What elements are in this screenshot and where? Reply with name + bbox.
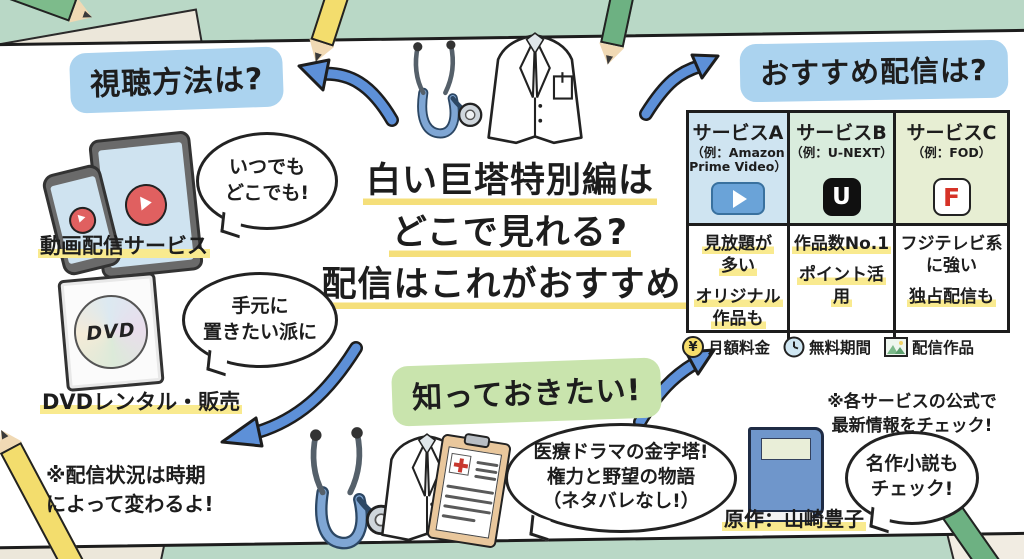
drama-bubble-text: 医療ドラマの金字塔! 権力と野望の物語 （ネタバレなし!） [533, 441, 709, 513]
u-next-app-icon: U [822, 178, 861, 216]
dvd-label: DVDレンタル・販売 [40, 390, 243, 414]
service-c-example: （例：FOD） [911, 145, 992, 160]
legend-monthly-fee: ¥ 月額料金 [682, 336, 770, 358]
novel-bubble: 名作小説も チェック! [845, 431, 979, 525]
heading-watch-methods: 視聴方法は? [69, 46, 285, 114]
heading-watch-methods-label: 視聴方法は? [89, 61, 265, 104]
dvd-case-icon: DVD [57, 271, 165, 393]
main-title-line3: 配信はこれがおすすめ! [318, 264, 702, 309]
service-a-name: サービスA [692, 122, 784, 144]
stethoscope-icon [413, 40, 483, 139]
heading-recommended: おすすめ配信は? [739, 39, 1009, 103]
legend-titles: 配信作品 [884, 336, 974, 358]
dvd-bubble: 手元に 置きたい派に [182, 272, 338, 368]
heading-good-to-know-label: 知っておきたい! [411, 373, 642, 416]
service-b-name: サービスB [796, 122, 887, 144]
streaming-bubble: いつでも どこでも! [196, 132, 338, 230]
yen-coin-icon: ¥ [682, 336, 704, 358]
service-a-feature-1: 見放題が 多い [702, 234, 774, 277]
service-c-feature-2: 独占配信も [907, 287, 996, 308]
table-legend: ¥ 月額料金 無料期間 配信作品 [682, 336, 974, 358]
streaming-service-label: 動画配信サービス [38, 234, 210, 258]
heading-recommended-label: おすすめ配信は? [759, 53, 989, 91]
medical-cross-icon [448, 452, 472, 476]
heading-good-to-know: 知っておきたい! [391, 357, 663, 427]
service-comparison-table: サービスA （例：Amazon Prime Video） 見放題が 多い オリジ… [686, 110, 1010, 340]
service-a-example: （例：Amazon Prime Video） [689, 145, 787, 175]
service-c-name: サービスC [906, 122, 997, 144]
official-info-note: ※各サービスの公式で 最新情報をチェック! [827, 391, 997, 436]
main-title: 白い巨塔特別編は どこで見れる? 配信はこれがおすすめ! [318, 156, 702, 311]
pencil-icon [0, 0, 97, 29]
lab-coat-icon [487, 32, 583, 145]
service-b-feature-2: ポイント活用 [797, 265, 886, 308]
service-column-a: サービスA （例：Amazon Prime Video） 見放題が 多い オリジ… [689, 113, 787, 339]
service-b-feature-1: 作品数No.1 [791, 234, 892, 254]
service-b-example: （例：U-NEXT） [790, 145, 893, 160]
original-author-label: 原作：山崎豊子 [722, 507, 866, 531]
novel-bubble-text: 名作小説も チェック! [865, 454, 959, 500]
prime-video-play-icon [711, 182, 765, 215]
dvd-bubble-text: 手元に 置きたい派に [202, 295, 317, 343]
legend-free-period: 無料期間 [783, 336, 871, 358]
arrow-to-watch-methods [297, 58, 399, 127]
arrow-to-dvd-note [220, 341, 363, 448]
service-column-b: サービスB （例：U-NEXT） U 作品数No.1 ポイント活用 [787, 113, 893, 340]
novel-book-icon [748, 427, 824, 522]
clock-icon [783, 336, 805, 358]
main-title-line2: どこで見れる? [388, 212, 632, 257]
service-column-c: サービスC （例：FOD） F フジテレビ系 に強い 独占配信も [893, 113, 1007, 340]
availability-note: ※配信状況は時期 によって変わるよ! [46, 463, 214, 516]
service-c-feature-1: フジテレビ系 に強い [900, 234, 1003, 277]
streaming-bubble-text: いつでも どこでも! [224, 156, 310, 204]
dvd-disc-icon: DVD [70, 291, 152, 373]
fod-app-icon: F [932, 178, 971, 216]
drama-bubble: 医療ドラマの金字塔! 権力と野望の物語 （ネタバレなし!） [505, 423, 737, 533]
service-a-feature-2: オリジナル 作品も [693, 287, 783, 330]
picture-icon [884, 337, 909, 357]
arrow-to-recommended [639, 53, 720, 121]
dvd-disc-text: DVD [85, 318, 137, 346]
main-title-line1: 白い巨塔特別編は [362, 161, 657, 205]
